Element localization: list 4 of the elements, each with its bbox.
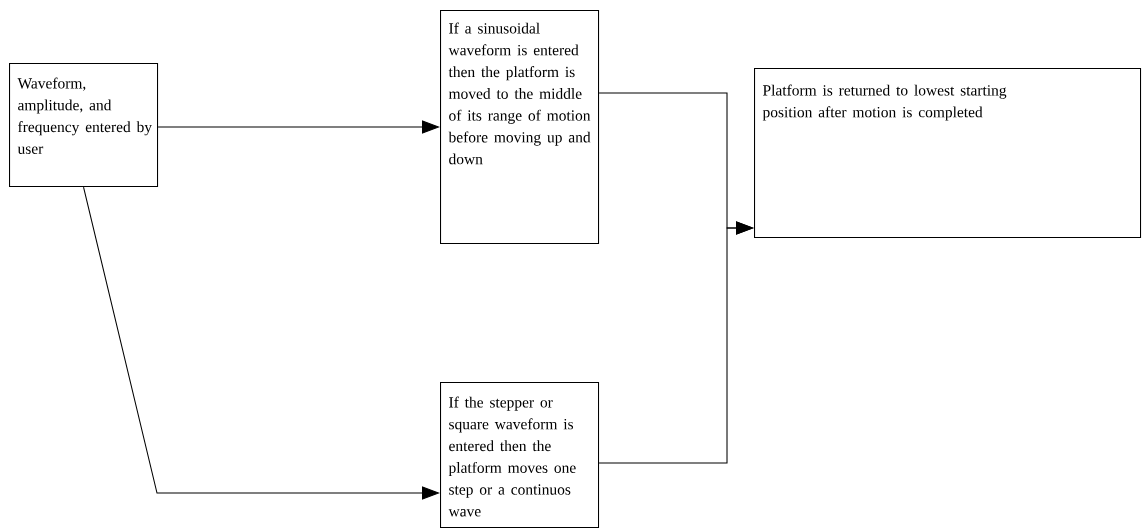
process-box: Waveform, amplitude, and frequency entered by user [9, 63, 159, 188]
process-box: If the stepper or square waveform is entered then the platform moves one step or a continuos wave [440, 382, 600, 529]
process-box: Platform is returned to lowest starting position after motion is completed [754, 68, 1142, 239]
process-box: If a sinusoidal waveform is entered then the platform is moved to the middle of its range of motion before moving up and down [440, 10, 600, 245]
